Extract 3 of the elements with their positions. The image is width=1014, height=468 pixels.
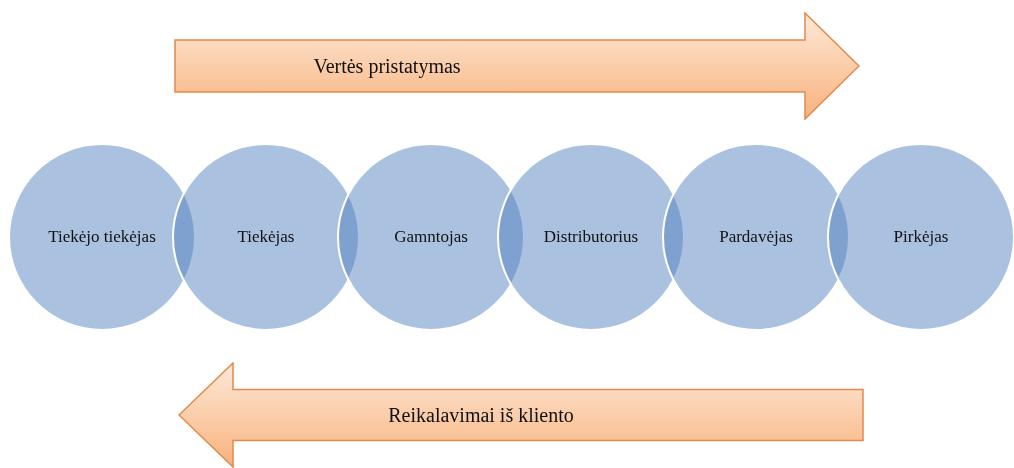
left-arrow-shape: Reikalavimai iš kliento bbox=[178, 362, 864, 468]
circle-node: Pirkėjas bbox=[827, 143, 1014, 331]
right-arrow-shape: Vertės pristatymas bbox=[174, 12, 860, 120]
